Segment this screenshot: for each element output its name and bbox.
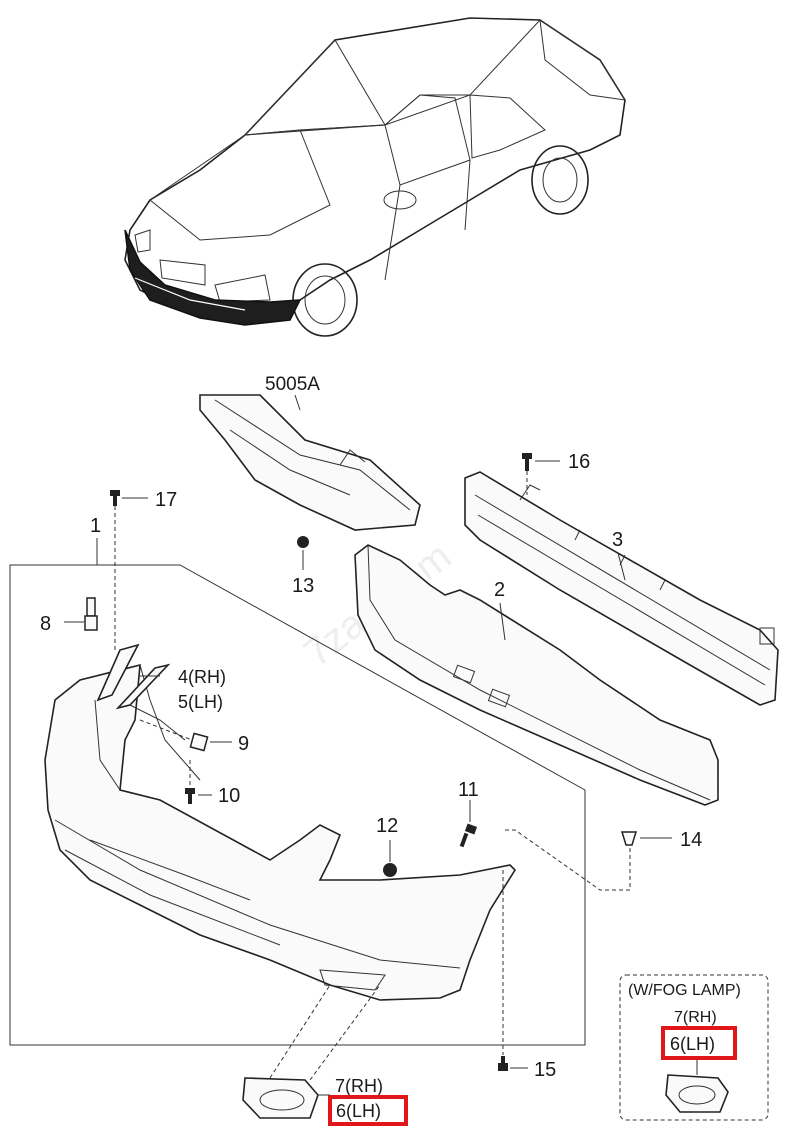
callout-17: 17 [155, 489, 177, 511]
callout-15: 15 [534, 1059, 556, 1081]
pin-8 [84, 597, 98, 631]
nut-13 [297, 536, 309, 548]
callout-6: 6(LH) [336, 1101, 381, 1121]
callout-2: 2 [494, 579, 505, 601]
bolt-16 [522, 453, 532, 471]
highlight-box-6 [328, 1095, 408, 1126]
callout-10: 10 [218, 785, 240, 807]
under-cover-5005a [199, 394, 421, 531]
car-illustration [124, 17, 626, 337]
callout-3: 3 [612, 529, 623, 551]
callout-1: 1 [90, 515, 101, 537]
callout-11: 11 [458, 779, 479, 801]
callout-13: 13 [292, 575, 314, 597]
callout-12: 12 [376, 815, 398, 837]
screw-10 [185, 788, 195, 804]
bumper-cover [44, 663, 517, 1001]
clip-9 [189, 732, 209, 752]
callout-9: 9 [238, 733, 249, 755]
nut-12 [383, 863, 397, 877]
callout-16: 16 [568, 451, 590, 473]
inset-callout-6: 6(LH) [670, 1034, 715, 1054]
bolt-17 [110, 490, 120, 506]
callout-14: 14 [680, 829, 702, 851]
energy-absorber-2 [354, 544, 719, 806]
bolt-11 [459, 823, 478, 848]
clip-14 [620, 831, 638, 846]
bumper-reinforcement-3 [464, 471, 779, 706]
fog-lamp-inset [619, 974, 769, 1121]
callout-8: 8 [40, 613, 51, 635]
callout-5: 5(LH) [178, 692, 223, 712]
inset-callout-7: 7(RH) [674, 1009, 717, 1026]
screw-15 [498, 1056, 508, 1071]
inset-title: (W/FOG LAMP) [628, 982, 741, 999]
fog-lamp-cover [242, 1077, 319, 1119]
callout-4: 4(RH) [178, 667, 226, 687]
inset-highlight-box-6 [661, 1026, 737, 1060]
callout-7: 7(RH) [335, 1076, 383, 1096]
part-1-frame [9, 538, 586, 1046]
callout-5005a: 5005A [265, 374, 320, 395]
